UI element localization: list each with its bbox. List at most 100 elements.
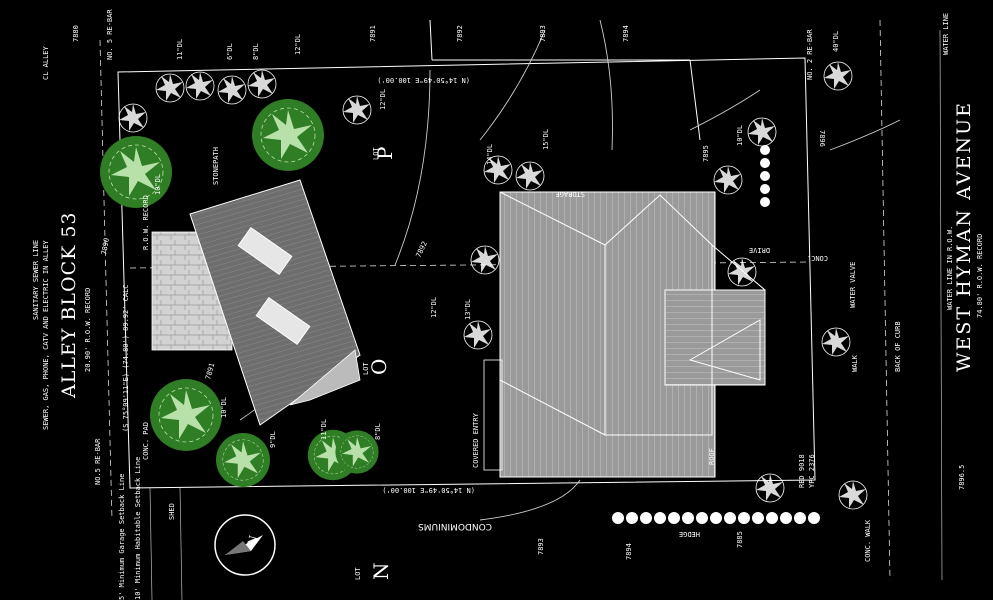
bush bbox=[247, 69, 277, 99]
contour-label: 7893 bbox=[539, 25, 547, 42]
bush bbox=[342, 95, 372, 125]
roof-gable bbox=[688, 319, 761, 381]
bush bbox=[515, 161, 545, 191]
bush bbox=[118, 103, 148, 133]
bush bbox=[713, 165, 743, 195]
contour-7895 bbox=[689, 89, 761, 131]
hedge-row-side bbox=[760, 145, 770, 207]
bush bbox=[155, 73, 185, 103]
shed-label: SHED bbox=[168, 503, 176, 520]
bush bbox=[185, 71, 215, 101]
cl-alley: CL ALLEY bbox=[42, 45, 50, 80]
neighbor-line-3 bbox=[689, 59, 701, 141]
tree-green-6 bbox=[335, 430, 379, 474]
tree-green-2 bbox=[251, 98, 325, 172]
monument-se: NO. 2 RE-BAR bbox=[806, 29, 814, 80]
monument-sw: NO.5 RE-BAR bbox=[94, 438, 102, 485]
contour-label: 7894 bbox=[625, 543, 633, 560]
water-valve-label: WATER VALVE bbox=[849, 262, 857, 308]
street-name: WEST HYMAN AVENUE bbox=[953, 101, 975, 372]
alley-centerline bbox=[99, 39, 113, 521]
tree-label: 8"DL bbox=[374, 423, 382, 440]
monument-ne: NO. 5 RE-BAR bbox=[106, 9, 114, 60]
back-of-curb-label: BACK OF CURB bbox=[894, 321, 902, 372]
condominiums-label: CONDOMINIUMS bbox=[418, 521, 492, 531]
garage-roof-lower bbox=[289, 349, 361, 406]
contour-label: 7893 bbox=[537, 538, 545, 555]
contour-label: 7892 bbox=[456, 25, 464, 42]
benchmark-1: RED 9018 bbox=[798, 454, 806, 488]
roof-ridge bbox=[604, 194, 713, 436]
contour-7896 bbox=[829, 119, 901, 151]
tree-label: 8"DL bbox=[252, 43, 260, 60]
tree-label: 13"DL bbox=[464, 299, 472, 320]
lot-o-letter: O bbox=[367, 359, 391, 375]
tree-label: 6"DL bbox=[226, 43, 234, 60]
bush bbox=[821, 327, 851, 357]
storage-label: STORAGE bbox=[555, 190, 585, 198]
walk-label: WALK bbox=[851, 354, 859, 372]
benchmark-2: YPC 2376 bbox=[808, 454, 816, 488]
tree-green-3 bbox=[149, 378, 223, 452]
bush bbox=[727, 257, 757, 287]
skylight-1 bbox=[237, 226, 293, 276]
drive-label: DRIVE bbox=[749, 246, 770, 254]
tree-label: 11"DL bbox=[320, 419, 328, 440]
lot-p-letter: P bbox=[373, 147, 397, 160]
contour-7894 bbox=[599, 19, 613, 151]
contour-label-7892: 7892 bbox=[415, 240, 429, 259]
sanitary-line: SANITARY SEWER LINE bbox=[32, 240, 40, 320]
bush bbox=[823, 61, 853, 91]
contour-label: 7891 bbox=[369, 25, 377, 42]
tree-green-1 bbox=[99, 135, 173, 209]
lot-o-word: LOT bbox=[362, 362, 370, 375]
setback-line bbox=[149, 487, 153, 600]
bearing-south: (N 14°50'49"E 100.00') bbox=[382, 486, 475, 494]
lot-n-letter: N bbox=[369, 563, 393, 581]
tree-label: 9"DL bbox=[269, 431, 277, 448]
conc-walk-label: CONC. WALK bbox=[864, 519, 872, 562]
contour-label: 7885 bbox=[736, 531, 744, 548]
water-line-label: WATER LINE bbox=[942, 13, 950, 55]
skylight-2 bbox=[255, 296, 311, 346]
contour-7892 bbox=[394, 69, 431, 266]
roof-label: ROOF bbox=[708, 448, 716, 465]
bush bbox=[747, 117, 777, 147]
covered-entry bbox=[483, 359, 503, 471]
setback-line-2 bbox=[179, 487, 183, 600]
contour-label: 7896 bbox=[818, 130, 826, 147]
alley-utilities: SEWER, GAS, PHONE, CATV AND ELECTRIC IN … bbox=[42, 240, 50, 430]
tree-label: 15"DL bbox=[542, 129, 550, 150]
water-line-row: WATER LINE IN R.O.W. bbox=[946, 226, 954, 310]
tree-label: 14"DL bbox=[486, 144, 494, 165]
tree-label: 12"DL bbox=[430, 297, 438, 318]
setback-garage: 5' Minimum Garage Setback Line bbox=[118, 474, 126, 600]
bush bbox=[470, 245, 500, 275]
row-record: R.O.W. RECORD bbox=[142, 195, 150, 250]
contour-label: 7890 bbox=[100, 237, 111, 255]
street-row-line bbox=[879, 19, 891, 581]
tree-label: 40"DL bbox=[832, 31, 840, 52]
lot-p-word: LOT bbox=[372, 147, 380, 160]
contour-7893 bbox=[479, 29, 546, 141]
tree-green-4 bbox=[215, 432, 271, 488]
tree-label: 10"DL bbox=[736, 125, 744, 146]
hedge-label: HEDGE bbox=[679, 530, 700, 538]
contour-lower bbox=[479, 479, 581, 521]
north-letter: N bbox=[245, 534, 260, 547]
hedge-row bbox=[612, 512, 820, 524]
water-line-marker bbox=[939, 29, 943, 581]
contour-label: 7880 bbox=[72, 25, 80, 42]
contour-label: 7891 bbox=[204, 362, 216, 380]
bearing-alley: (S 75°09'11"E) (74.80') 89.92' CALC bbox=[122, 284, 130, 432]
house-wing bbox=[664, 289, 766, 386]
conc-label: CONC. bbox=[807, 254, 828, 262]
lot-n-word: LOT bbox=[354, 567, 362, 580]
tree-label: 10"DL bbox=[220, 397, 228, 418]
tree-label: 12"DL bbox=[294, 34, 302, 55]
bush bbox=[755, 473, 785, 503]
bush bbox=[838, 480, 868, 510]
tree-label: 10"DL bbox=[154, 174, 162, 195]
bearing-north: (N 14°50'49"E 100.00') bbox=[377, 76, 470, 84]
